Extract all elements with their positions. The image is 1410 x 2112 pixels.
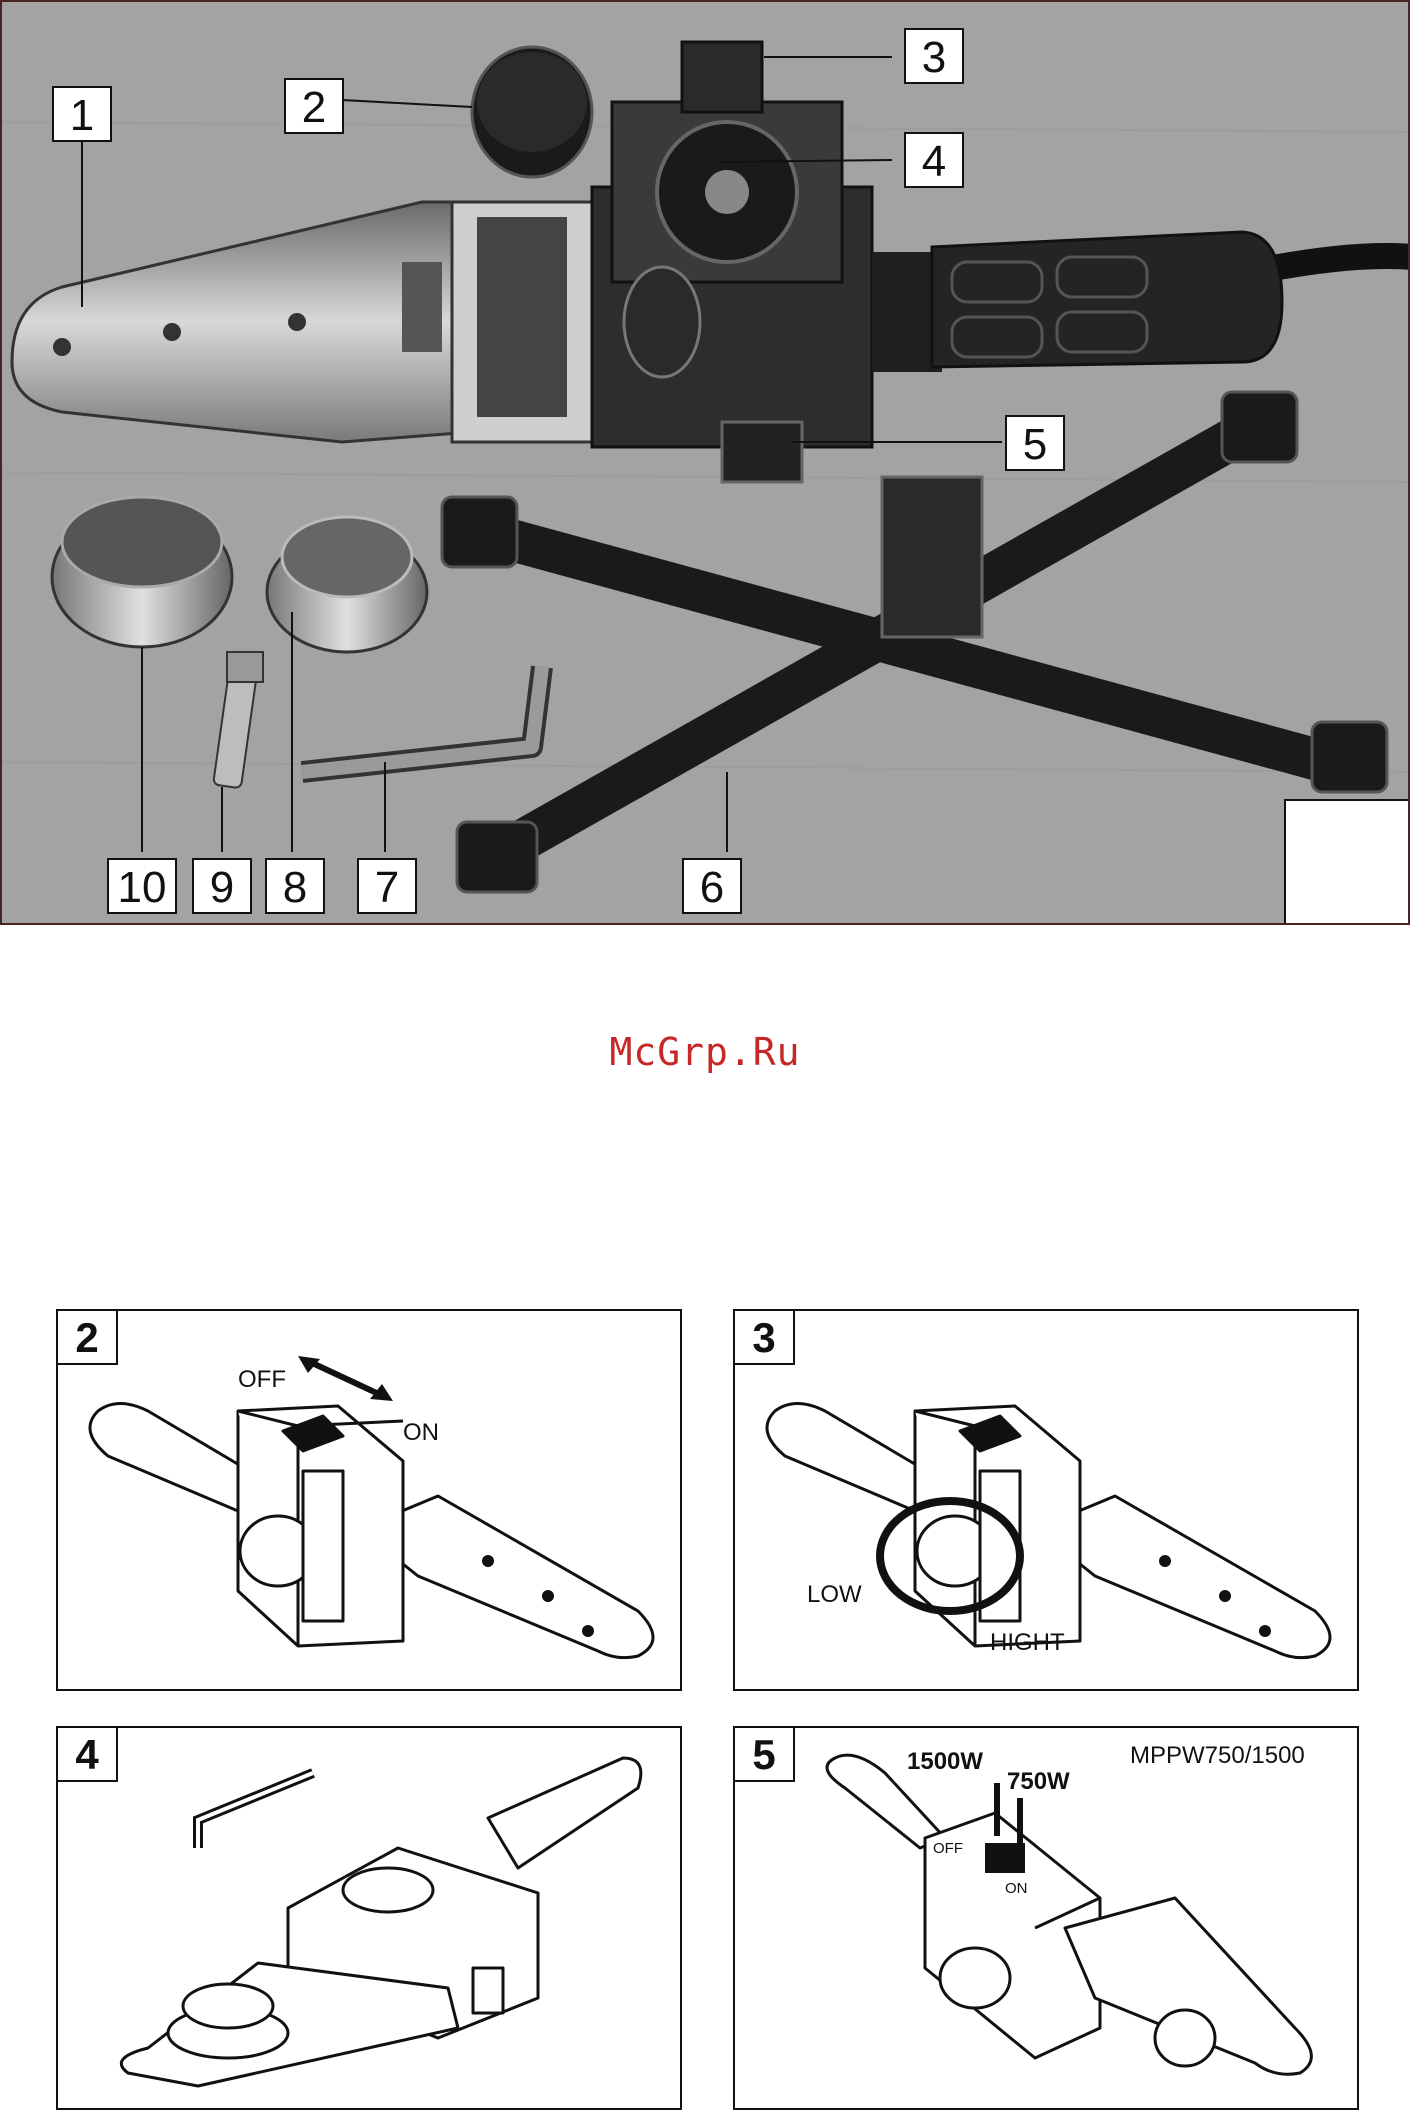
off-label: OFF [238,1366,286,1394]
on-label: ON [1005,1880,1028,1897]
off-label: OFF [933,1840,963,1857]
figure-2: 2 OFF ON [56,1309,682,1691]
model-label: MPPW750/1500 [1130,1742,1305,1770]
high-label: HIGHT [990,1629,1065,1657]
figure-number: 2 [58,1311,118,1365]
power-switch-diagram [58,1311,684,1693]
callout-7: 7 [357,858,417,914]
callout-4: 4 [904,132,964,188]
callout-2: 2 [284,78,344,134]
figure-5: 5 MPPW750/1500 1500W 750W OFF ON [733,1726,1359,2110]
on-label: ON [403,1419,439,1447]
figure-number: 4 [58,1728,118,1782]
callout-8: 8 [265,858,325,914]
figure-number: 5 [735,1728,795,1782]
figure-number: 3 [735,1311,795,1365]
nozzle-mounting-diagram [58,1728,684,2112]
callout-10: 10 [107,858,177,914]
callout-3: 3 [904,28,964,84]
callout-9: 9 [192,858,252,914]
figure-4: 4 [56,1726,682,2110]
power-1500w-label: 1500W [907,1748,983,1776]
figure-3: 3 LOW HIGHT [733,1309,1359,1691]
watermark: McGrp.Ru [0,1030,1410,1074]
welder-kit-illustration [2,2,1410,925]
callout-6: 6 [682,858,742,914]
figure-number-box [1284,799,1408,923]
low-label: LOW [807,1581,862,1609]
callout-5: 5 [1005,415,1065,471]
product-photo: 1 2 3 4 5 6 7 8 9 10 [0,0,1410,925]
power-750w-label: 750W [1007,1768,1070,1796]
callout-1: 1 [52,86,112,142]
